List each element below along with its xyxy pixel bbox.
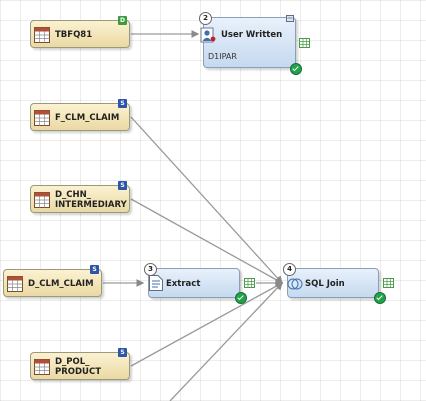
connector-d-chn-intermediary-sql-join: [130, 198, 284, 284]
connector-offscreen-sql-join: [169, 282, 283, 401]
source-badge-icon: S: [118, 99, 127, 108]
extract-icon: [149, 275, 163, 291]
user-written-icon: [200, 27, 216, 43]
source-badge-icon: S: [90, 265, 99, 274]
table-icon: [34, 192, 50, 208]
table-icon: [34, 27, 50, 43]
node-label: D_CLM_CLAIM: [28, 279, 94, 289]
transform-node-sql-join[interactable]: SQL Join 4: [283, 263, 386, 304]
table-node-tbfq81[interactable]: TBFQ81 D: [30, 16, 130, 48]
source-badge-icon: S: [118, 348, 127, 357]
note-icon: [286, 15, 294, 22]
node-label: SQL Join: [305, 279, 345, 289]
output-table-icon[interactable]: [299, 38, 310, 48]
connector-d-pol-product-sql-join: [130, 282, 284, 367]
status-ok-icon: [290, 63, 302, 75]
step-number-badge: 3: [144, 263, 157, 276]
source-badge-icon: S: [118, 181, 127, 190]
node-label: D_POL_ PRODUCT: [55, 357, 101, 377]
table-icon: [7, 276, 23, 292]
table-node-f-clm-claim[interactable]: F_CLM_CLAIM S: [30, 99, 130, 131]
table-node-d-chn-intermediary[interactable]: D_CHN_ INTERMEDIARY S: [30, 181, 130, 213]
sql-join-icon: [287, 278, 303, 290]
table-icon: [34, 359, 50, 375]
node-label: User Written: [221, 30, 283, 40]
step-number-badge: 2: [199, 12, 212, 25]
transform-node-extract[interactable]: Extract 3: [144, 263, 247, 304]
data-badge-icon: D: [118, 16, 127, 25]
table-icon: [34, 110, 50, 126]
connector-f-clm-claim-sql-join: [130, 116, 283, 284]
table-node-d-pol-product[interactable]: D_POL_ PRODUCT S: [30, 348, 130, 380]
node-label: D_CHN_ INTERMEDIARY: [55, 190, 127, 210]
output-table-icon[interactable]: [383, 278, 394, 288]
output-table-icon[interactable]: [244, 278, 255, 288]
node-label: Extract: [166, 279, 201, 289]
node-label: F_CLM_CLAIM: [55, 113, 120, 123]
status-ok-icon: [374, 292, 386, 304]
transform-node-user-written[interactable]: User Written D1IPAR 2: [199, 12, 302, 75]
table-node-d-clm-claim[interactable]: D_CLM_CLAIM S: [3, 265, 102, 297]
node-sublabel: D1IPAR: [208, 52, 237, 61]
step-number-badge: 4: [283, 263, 296, 276]
node-label: TBFQ81: [55, 30, 93, 40]
status-ok-icon: [235, 292, 247, 304]
